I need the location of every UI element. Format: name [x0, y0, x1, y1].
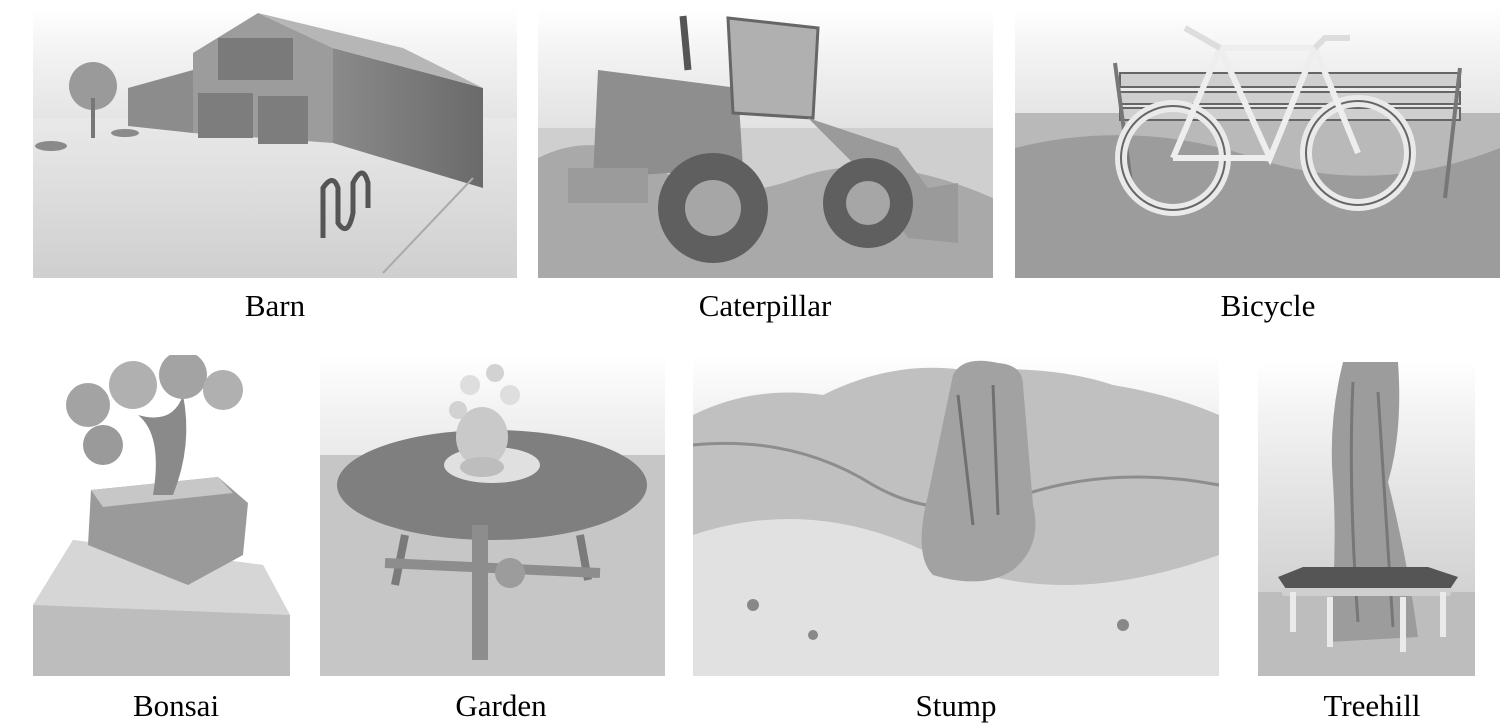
caption-bonsai: Bonsai	[132, 688, 220, 723]
barn-illustration	[33, 13, 517, 278]
barn-render	[33, 8, 517, 278]
caption-treehill: Treehill	[1323, 688, 1421, 723]
bicycle-render	[1015, 8, 1500, 278]
stump-illustration	[693, 360, 1219, 676]
treehill-render	[1258, 362, 1475, 676]
caption-bicycle: Bicycle	[1220, 288, 1316, 323]
garden-illustration	[320, 364, 665, 676]
bonsai-render	[33, 355, 290, 676]
caterpillar-illustration	[538, 15, 993, 278]
caterpillar-render	[538, 8, 993, 278]
garden-render	[320, 355, 665, 676]
caption-barn: Barn	[244, 288, 306, 323]
stump-render	[693, 355, 1219, 676]
caption-garden: Garden	[455, 688, 547, 723]
caption-caterpillar: Caterpillar	[698, 288, 832, 323]
treehill-illustration	[1258, 362, 1475, 676]
bonsai-illustration	[33, 355, 290, 676]
bicycle-illustration	[1015, 25, 1500, 278]
caption-stump: Stump	[915, 688, 997, 723]
